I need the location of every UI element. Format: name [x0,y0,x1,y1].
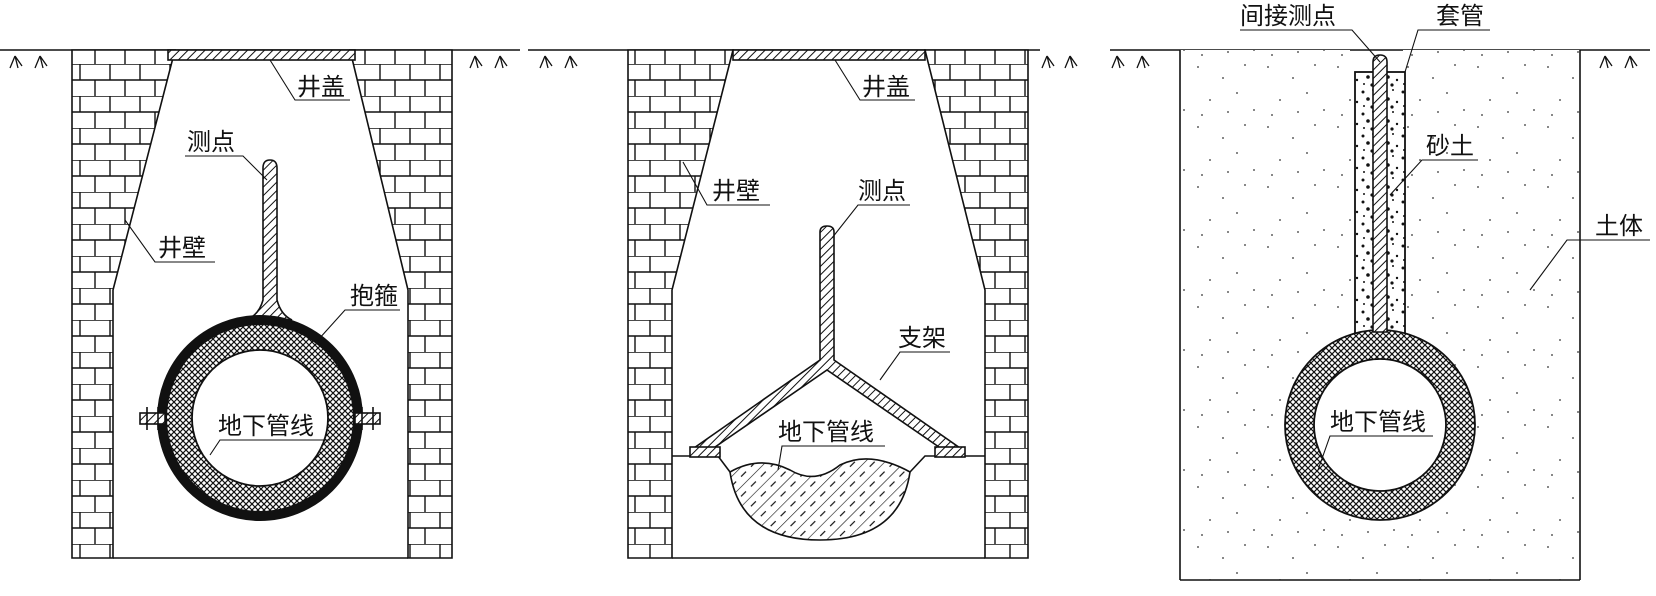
bracket-foot-left [689,446,721,458]
label-bracket: 支架 [898,324,946,352]
well-wall-left [627,49,735,559]
panel-bracket-method: 井盖 井壁 测点 支架 地下管线 [528,49,1078,559]
leader-well-cover [269,59,350,101]
label-soil: 土体 [1595,212,1643,240]
pipe-bore [1313,358,1447,492]
label-sand: 砂土 [1426,132,1474,160]
label-well-cover: 井盖 [862,73,910,101]
bracket-foot-right [934,446,966,458]
leader-well-cover [834,59,915,101]
leader-soil [1529,239,1650,291]
leader-measuring-point [831,204,910,239]
label-pipeline: 地下管线 [778,418,874,446]
leader-well-wall [682,161,770,206]
label-measuring-point: 测点 [187,128,235,156]
leader-pipeline [1317,435,1433,471]
measuring-rod [1372,54,1388,333]
leader-well-wall [124,219,215,263]
well-wall-right [348,49,453,559]
hoop-flange-left [139,407,166,430]
measuring-rod [245,159,293,321]
well-wall-right [923,49,1029,559]
leader-pipeline [209,439,330,456]
label-pipeline: 地下管线 [1330,408,1426,436]
leader-measuring-point [185,155,268,181]
label-well-wall: 井壁 [158,234,206,262]
well-wall-left [71,49,177,559]
leader-sand [1389,159,1478,196]
trench-edge [672,455,985,473]
leader-indirect-point [1240,29,1381,63]
leader-bracket [879,351,950,381]
label-casing: 套管 [1436,2,1484,30]
panel-clamp-method: 井盖 测点 井壁 抱箍 地下管线 [0,49,520,559]
label-well-wall: 井壁 [712,177,760,205]
bracket-frame [692,225,962,458]
label-pipeline: 地下管线 [218,412,314,440]
pipe-bore [191,349,329,487]
well-cover [732,49,926,61]
hoop-band [157,315,363,419]
panel-indirect-method: 间接测点 套管 砂土 土体 地下管线 [1110,2,1650,581]
leader-pipeline [777,445,885,471]
label-measuring-point: 测点 [858,177,906,205]
hoop-band-lower [157,417,363,521]
label-hoop: 抱箍 [350,282,398,310]
hoop-flange-right [354,407,381,430]
label-indirect-point: 间接测点 [1240,2,1336,30]
pipe-section [729,458,911,541]
leader-casing [1404,29,1490,73]
leader-hoop [317,309,400,341]
well-cover [167,49,356,61]
label-well-cover: 井盖 [297,73,345,101]
